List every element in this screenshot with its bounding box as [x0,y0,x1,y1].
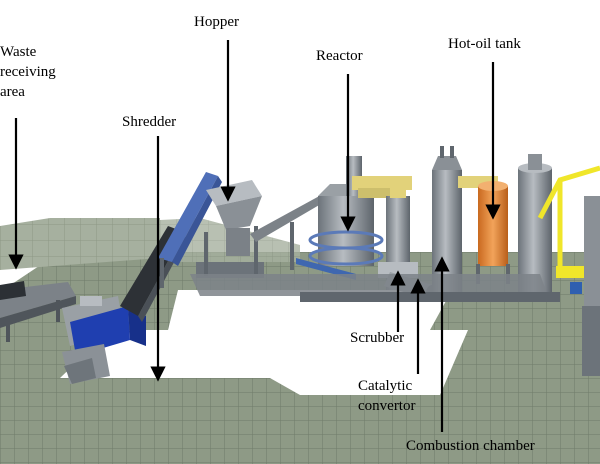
reactor-label: Reactor [316,48,363,64]
combustion-chamber-label: Combustion chamber [406,438,535,454]
waste-label-line3: area [0,84,25,100]
label-arrows [8,40,501,432]
waste-label-line1: Waste [0,44,37,60]
hot-oil-tank-label: Hot-oil tank [448,36,521,52]
screw-feeder [250,188,338,270]
catalytic-label-line1: Catalytic [358,378,413,394]
catalytic-label-line2: convertor [358,398,416,414]
waste-receiving-conveyor [0,281,76,342]
shredder [62,296,146,384]
yellow-frame [537,165,600,376]
scrubber-label: Scrubber [350,330,405,346]
hopper-label: Hopper [194,14,239,30]
waste-label-line2: receiving [0,64,56,80]
equipment-skid [190,274,560,302]
hopper-conveyor [158,172,222,288]
shredder-label: Shredder [122,114,177,130]
